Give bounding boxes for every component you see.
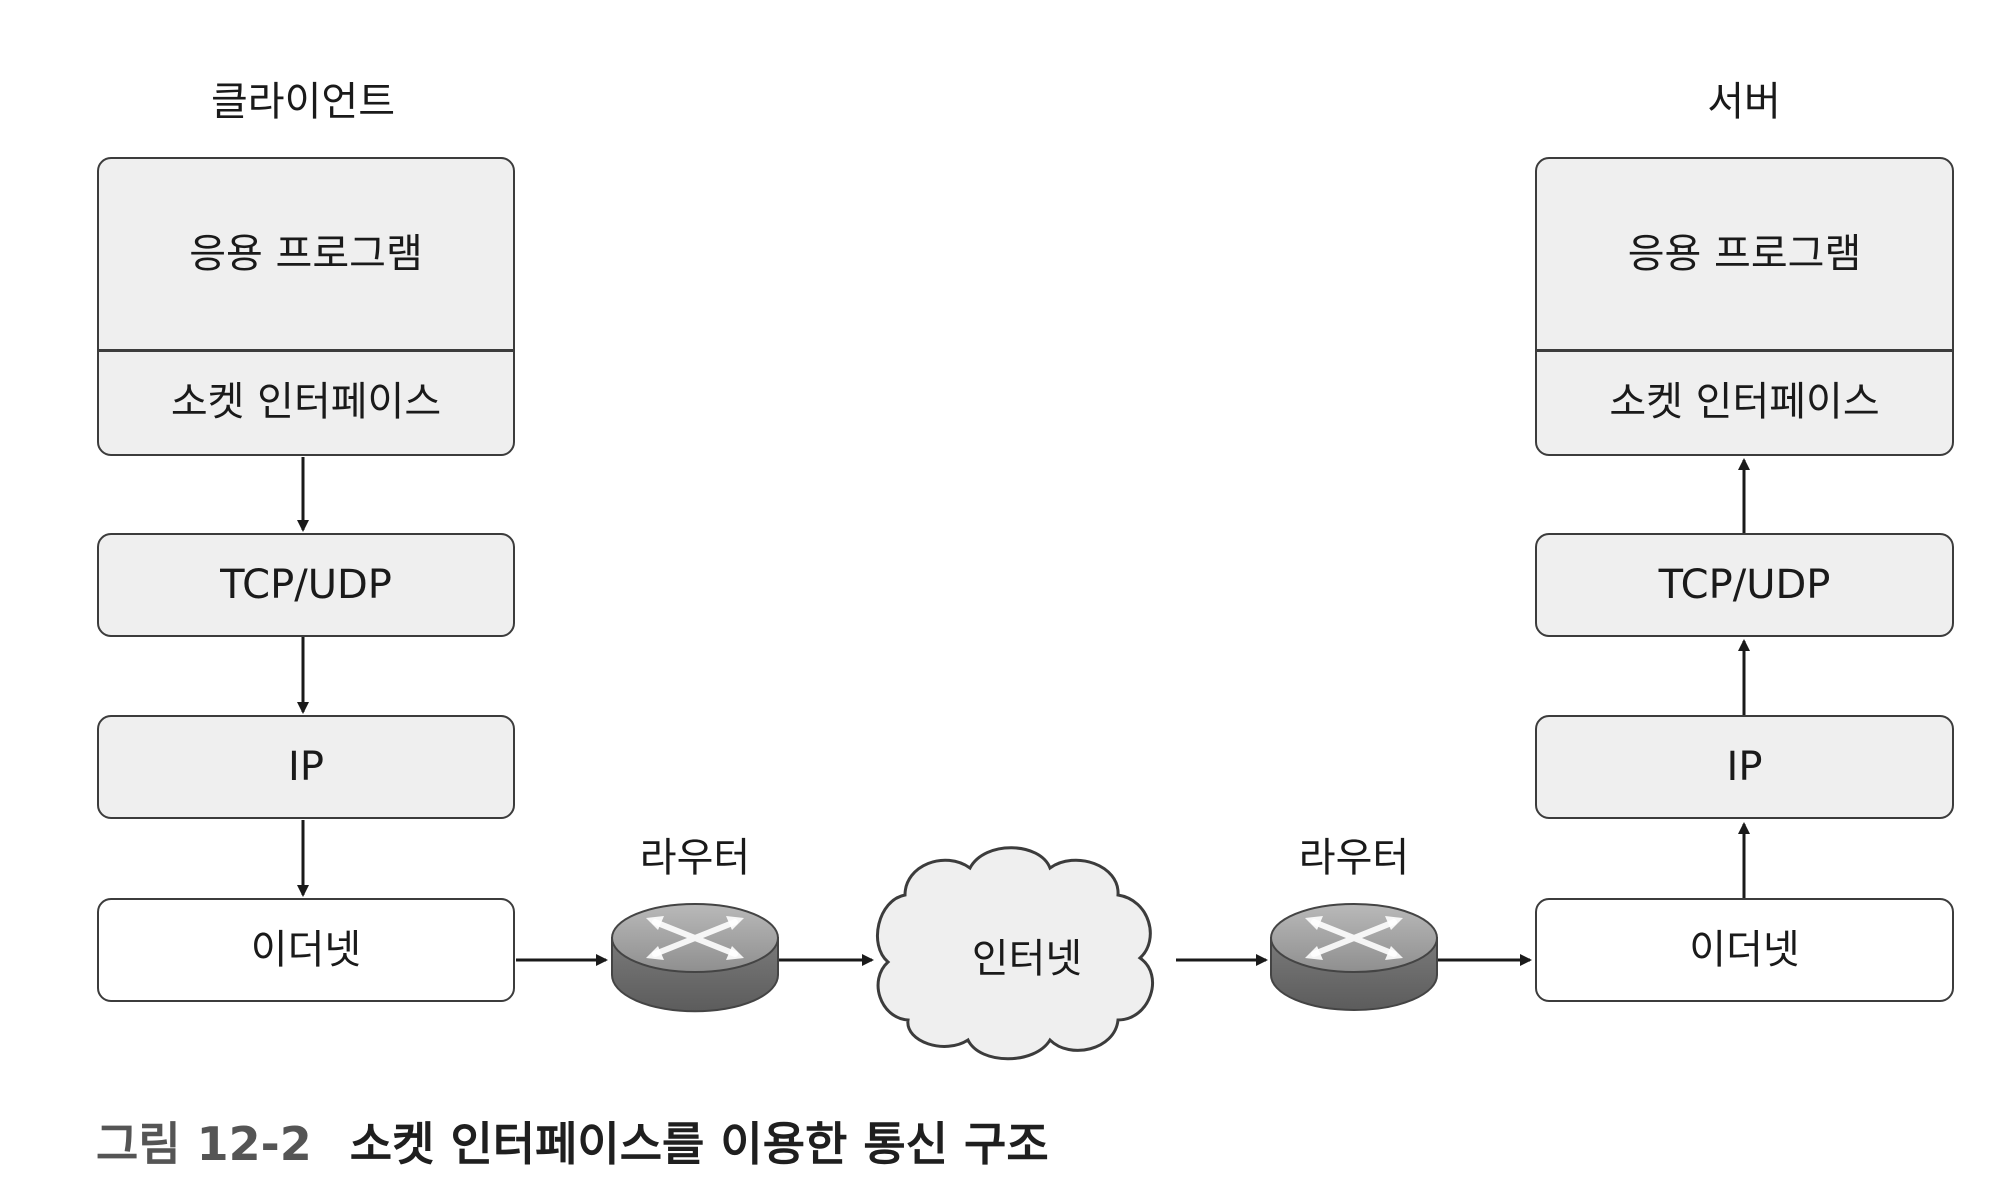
client-title: 클라이언트: [211, 79, 395, 125]
server-socket-label: 소켓 인터페이스: [1609, 379, 1880, 425]
router-right-label: 라우터: [1298, 835, 1410, 881]
server-tcp-box: TCP/UDP: [1535, 533, 1954, 637]
router-right-icon: [1270, 903, 1438, 1011]
server-title: 서버: [1707, 79, 1781, 125]
server-app-label: 응용 프로그램: [1537, 159, 1952, 352]
figure-caption-text: 소켓 인터페이스를 이용한 통신 구조: [349, 1117, 1049, 1171]
client-socket-label: 소켓 인터페이스: [170, 379, 442, 425]
client-app-label: 응용 프로그램: [99, 159, 513, 352]
internet-cloud-icon: [876, 846, 1155, 1061]
figure-caption: 그림 12-2 소켓 인터페이스를 이용한 통신 구조: [96, 1108, 1049, 1174]
internet-label: 인터넷: [971, 936, 1083, 982]
client-ip-box: IP: [97, 715, 515, 819]
server-app-stack: 응용 프로그램 소켓 인터페이스: [1535, 157, 1954, 456]
router-left-label: 라우터: [639, 835, 751, 881]
figure-number: 그림 12-2: [96, 1117, 312, 1171]
server-ethernet-box: 이더넷: [1535, 898, 1954, 1002]
router-left-icon: [611, 903, 779, 1013]
client-app-stack: 응용 프로그램 소켓 인터페이스: [97, 157, 515, 456]
client-ethernet-box: 이더넷: [97, 898, 515, 1002]
server-ip-box: IP: [1535, 715, 1954, 819]
client-tcp-box: TCP/UDP: [97, 533, 515, 637]
